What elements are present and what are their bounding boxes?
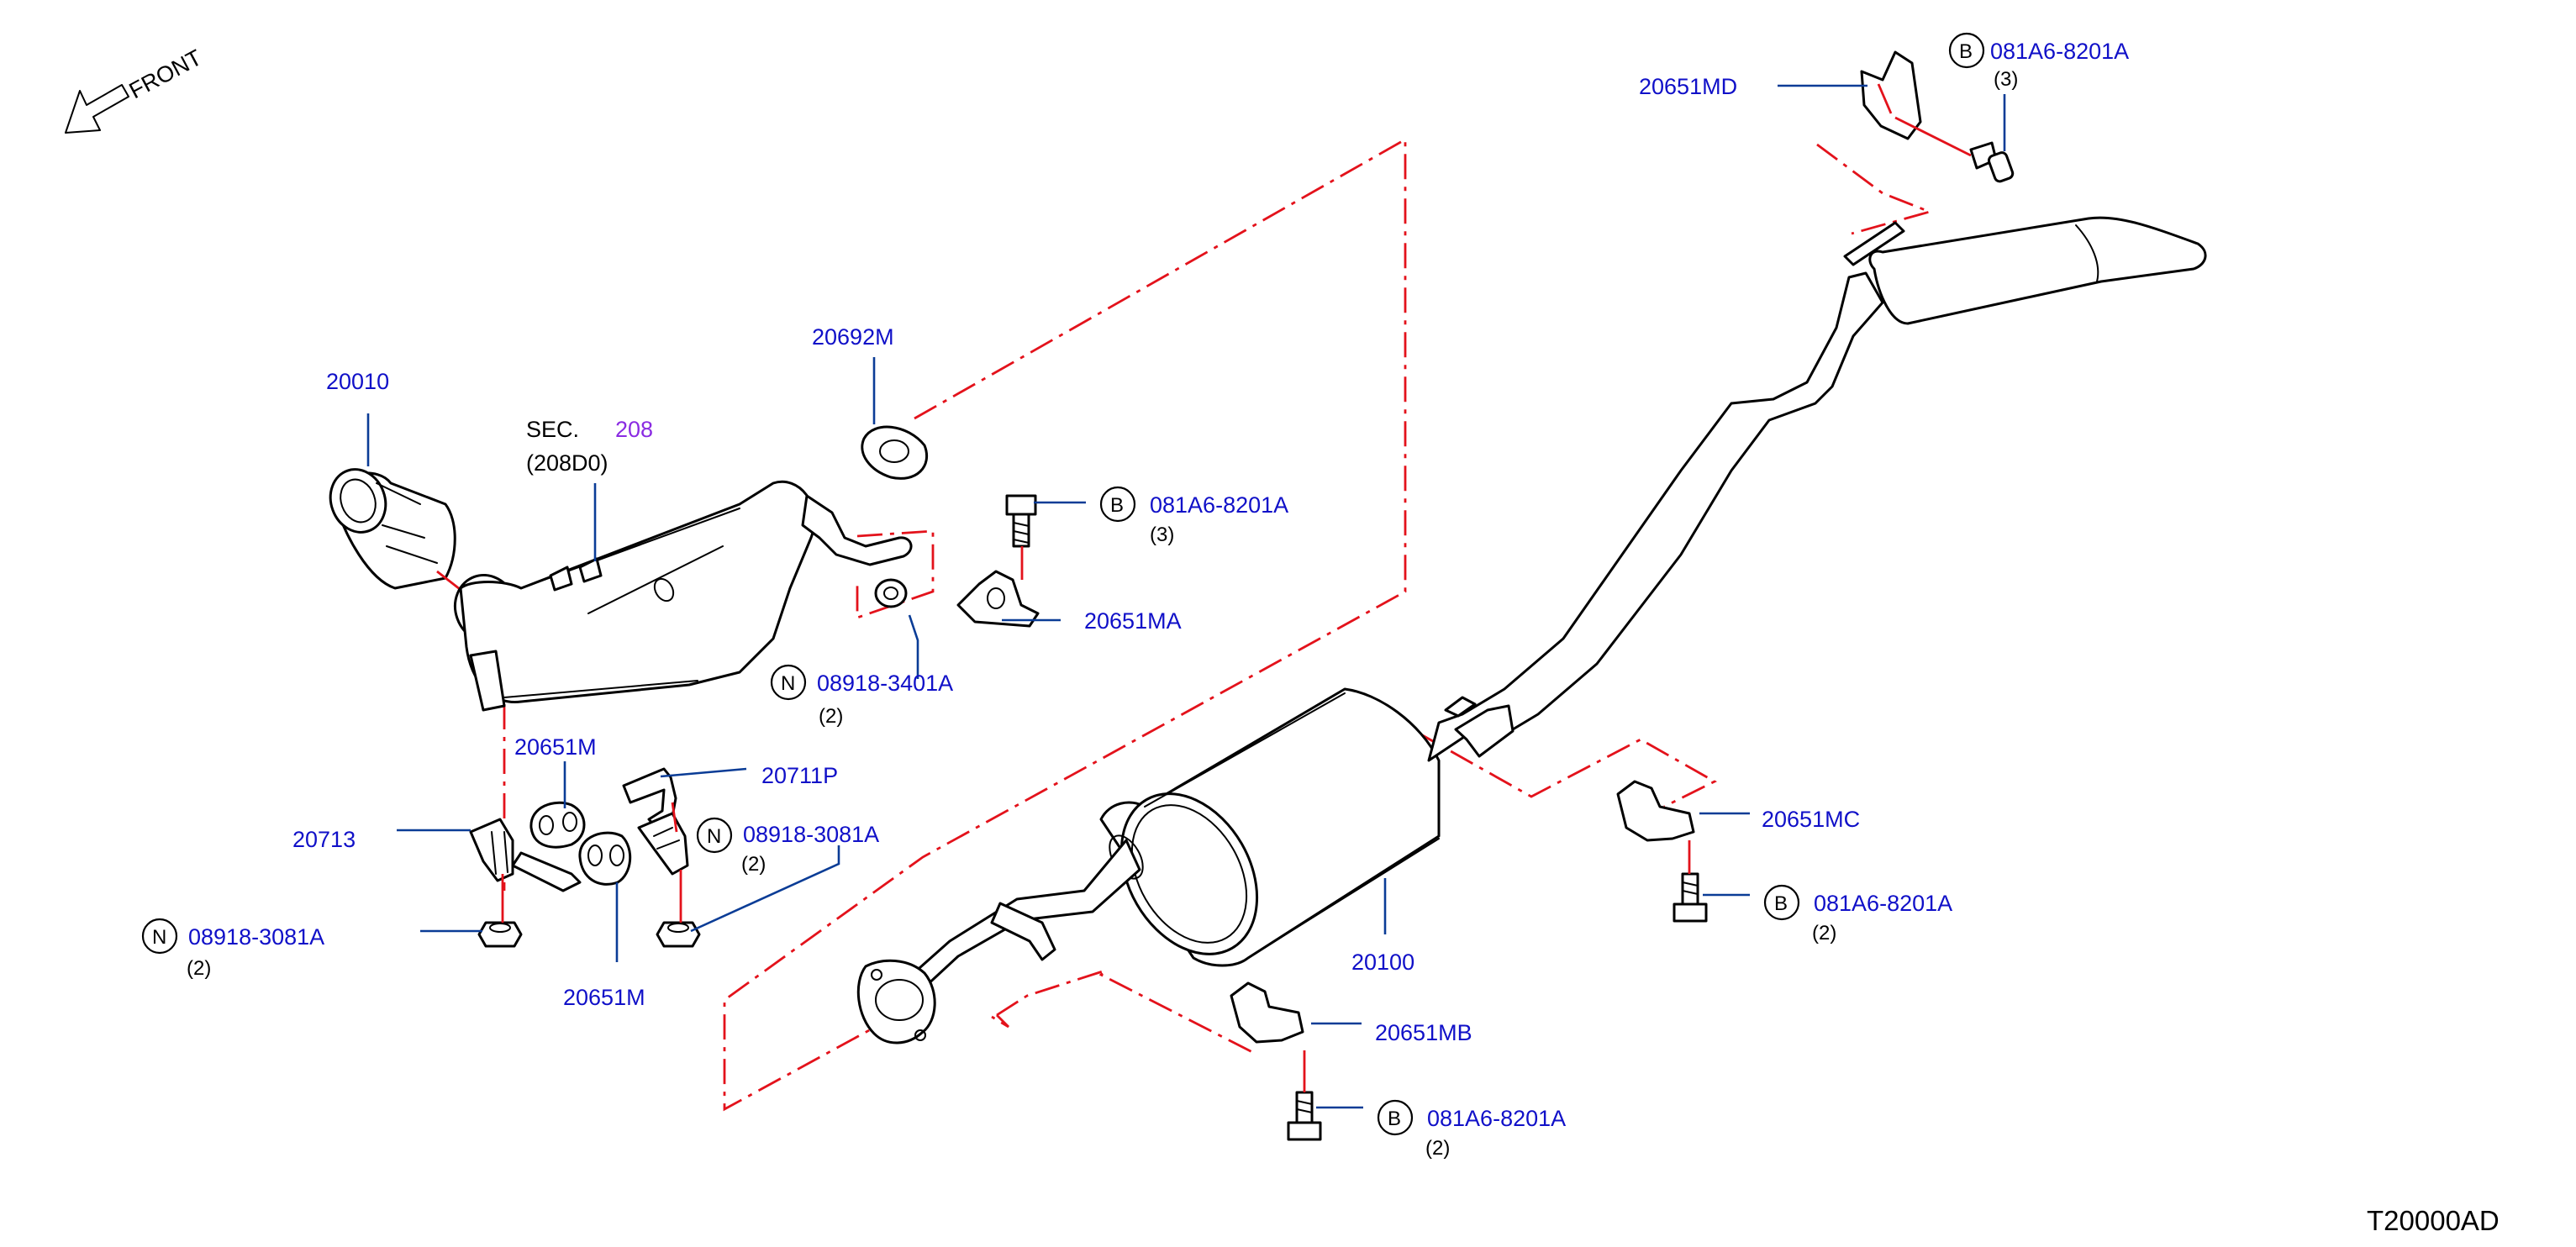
section-sub: (208D0)	[526, 450, 608, 476]
label-20651M-lower: 20651M	[563, 985, 645, 1010]
b-symbol-mid: B	[1099, 486, 1136, 523]
label-08918-3401A: 08918-3401A	[817, 671, 953, 696]
mount-20651MD	[1860, 50, 1972, 157]
center-muffler	[1099, 687, 1441, 967]
label-20651M-upper: 20651M	[514, 734, 597, 760]
b-symbol-top: B	[1948, 32, 1985, 69]
qty-mb: (2)	[1425, 1137, 1450, 1160]
label-20651MC: 20651MC	[1762, 807, 1860, 832]
qty-top: (3)	[1994, 68, 2018, 91]
mount-20651MB	[1230, 981, 1306, 1092]
n-symbol-3081-right: N	[696, 817, 733, 854]
label-20713: 20713	[292, 827, 356, 852]
rubber-hanger-upper	[529, 801, 586, 849]
label-081A6-mid: 081A6-8201A	[1150, 492, 1288, 518]
svg-text:B: B	[1388, 1108, 1401, 1130]
mount-20651MC	[1616, 780, 1695, 874]
bolt-mb	[1287, 1091, 1322, 1141]
hanger-rod-20711P	[622, 767, 689, 923]
section-prefix: SEC.	[526, 417, 579, 442]
nut-3081A-left	[477, 921, 523, 948]
bolt-mid	[1005, 494, 1037, 548]
label-20651MB: 20651MB	[1375, 1020, 1472, 1045]
label-20711P: 20711P	[761, 763, 838, 788]
b-symbol-mc: B	[1763, 884, 1800, 921]
label-081A6-mc: 081A6-8201A	[1814, 891, 1952, 916]
qty-3081-right: (2)	[741, 853, 766, 876]
nut-3081A-right	[656, 921, 701, 948]
gasket	[861, 425, 929, 480]
front-label: FRONT	[125, 45, 206, 103]
front-direction-arrow: FRONT	[65, 45, 206, 134]
nut-3401A	[874, 578, 908, 608]
section-number: 208	[615, 417, 653, 442]
qty-mid: (3)	[1150, 524, 1174, 546]
svg-text:N: N	[781, 672, 795, 695]
label-20100: 20100	[1351, 950, 1414, 975]
label-08918-3081A-right: 08918-3081A	[743, 822, 879, 847]
label-081A6-mb: 081A6-8201A	[1427, 1106, 1566, 1131]
label-20651MA: 20651MA	[1084, 608, 1182, 634]
label-20651MD: 20651MD	[1639, 74, 1737, 99]
svg-text:B: B	[1959, 40, 1973, 63]
diagram-code: T20000AD	[2367, 1205, 2500, 1236]
svg-text:N: N	[152, 926, 166, 949]
n-symbol-3401: N	[770, 664, 807, 701]
qty-3081-left: (2)	[187, 957, 211, 980]
labels: 20010 SEC. 208 (208D0) 20692M 20651MD B …	[141, 32, 2500, 1236]
label-20010: 20010	[326, 369, 389, 394]
bracket-20713	[469, 818, 582, 923]
tail-pipe	[1427, 216, 2207, 762]
b-symbol-mb: B	[1377, 1099, 1414, 1136]
svg-text:N: N	[707, 825, 721, 848]
n-symbol-3081-left: N	[141, 918, 178, 955]
bolt-mc	[1673, 872, 1708, 923]
qty-3401: (2)	[819, 705, 843, 728]
label-20692M: 20692M	[812, 324, 894, 350]
leader-lines	[366, 84, 2006, 1109]
svg-text:B: B	[1774, 892, 1788, 915]
label-08918-3081A-left: 08918-3081A	[188, 924, 324, 950]
front-pipe	[856, 839, 1141, 1044]
svg-text:B: B	[1110, 494, 1124, 517]
catalytic-converter	[329, 468, 913, 712]
mount-20651MA	[956, 546, 1040, 628]
bolt-top	[1969, 141, 2015, 183]
qty-mc: (2)	[1812, 922, 1836, 944]
rubber-hanger-lower	[578, 831, 632, 886]
label-081A6-top: 081A6-8201A	[1990, 39, 2129, 64]
